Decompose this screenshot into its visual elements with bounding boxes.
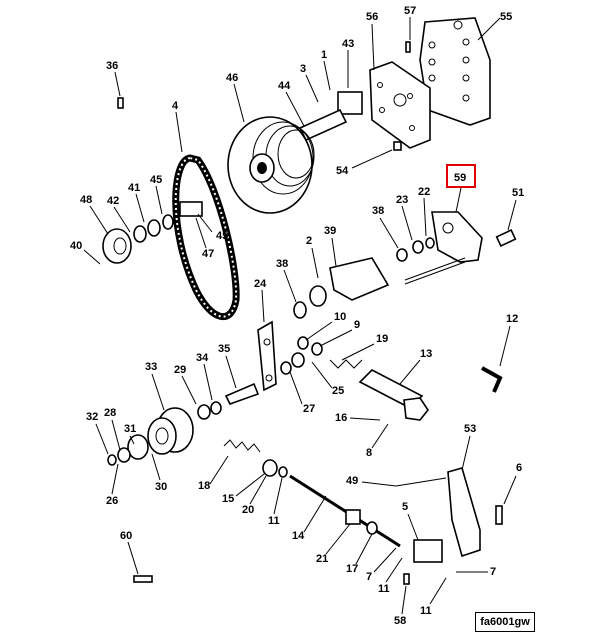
callout-27: 27 <box>303 403 315 415</box>
callout-55: 55 <box>500 11 512 23</box>
idler-pulley <box>107 382 260 466</box>
callout-39: 39 <box>324 225 336 237</box>
l-rod <box>481 366 503 393</box>
tension-arm <box>257 257 390 392</box>
callout-19: 19 <box>376 333 388 345</box>
callout-11-lower: 11 <box>420 605 432 617</box>
callout-9: 9 <box>354 319 360 331</box>
callout-41: 41 <box>128 182 140 194</box>
shaft <box>358 369 429 421</box>
tensioner-bracket <box>396 211 517 285</box>
callout-15: 15 <box>222 493 234 505</box>
callout-58: 58 <box>394 615 406 627</box>
callout-34: 34 <box>196 352 209 364</box>
callout-53: 53 <box>464 423 476 435</box>
bolts <box>117 41 411 585</box>
callout-59-highlight <box>446 164 476 188</box>
callout-12: 12 <box>506 313 518 325</box>
callout-4: 4 <box>172 100 179 112</box>
callout-51: 51 <box>512 187 524 199</box>
callout-54: 54 <box>336 165 349 177</box>
callout-8: 8 <box>366 447 372 459</box>
callout-11-mid: 11 <box>378 583 390 595</box>
callout-47: 47 <box>202 248 214 260</box>
callout-30: 30 <box>155 481 167 493</box>
callout-22: 22 <box>418 186 430 198</box>
callout-23: 23 <box>396 194 408 206</box>
callout-7-upper: 7 <box>366 571 372 583</box>
callout-labels: 57 56 55 1 43 36 3 46 44 4 54 59 51 45 4… <box>70 5 524 627</box>
callout-57: 57 <box>404 5 416 17</box>
pulley <box>227 116 315 214</box>
callout-56: 56 <box>366 11 378 23</box>
spring-rod <box>223 439 401 548</box>
lower-bracket <box>395 467 503 563</box>
callout-40: 40 <box>70 240 82 252</box>
figure-id-label: fa6001gw <box>475 612 535 632</box>
callout-31: 31 <box>124 423 136 435</box>
callout-1: 1 <box>321 49 327 61</box>
callout-42: 42 <box>107 195 119 207</box>
callout-10: 10 <box>334 311 346 323</box>
callout-14: 14 <box>292 530 305 542</box>
callout-33: 33 <box>145 361 157 373</box>
callout-24: 24 <box>254 278 267 290</box>
callout-20: 20 <box>242 504 254 516</box>
callout-60: 60 <box>120 530 132 542</box>
mounting-bracket <box>419 17 491 126</box>
callout-45: 45 <box>150 174 162 186</box>
callout-38-upper: 38 <box>372 205 384 217</box>
callout-5: 5 <box>402 501 408 513</box>
spring-hardware <box>280 336 363 375</box>
callout-11-upper: 11 <box>268 515 280 527</box>
mounting-plate <box>369 61 431 149</box>
callout-36: 36 <box>106 60 118 72</box>
callout-45-lower: 45 <box>216 230 228 242</box>
callout-59: 59 <box>454 172 466 184</box>
idler-hub <box>102 201 203 264</box>
callout-16: 16 <box>335 412 347 424</box>
callout-17: 17 <box>346 563 358 575</box>
callout-43: 43 <box>342 38 354 50</box>
callout-6: 6 <box>516 462 522 474</box>
callout-48: 48 <box>80 194 92 206</box>
drive-belt <box>172 154 240 320</box>
callout-25: 25 <box>332 385 344 397</box>
callout-38: 38 <box>276 258 288 270</box>
callout-32: 32 <box>86 411 98 423</box>
callout-26: 26 <box>106 495 118 507</box>
callout-29: 29 <box>174 364 186 376</box>
callout-18: 18 <box>198 480 210 492</box>
callout-13: 13 <box>420 348 432 360</box>
callout-21: 21 <box>316 553 328 565</box>
callout-35: 35 <box>218 343 230 355</box>
callout-28: 28 <box>104 407 116 419</box>
callout-7-lower: 7 <box>490 566 496 578</box>
callout-49: 49 <box>346 475 358 487</box>
callout-2: 2 <box>306 235 312 247</box>
callout-3: 3 <box>300 63 306 75</box>
callout-46: 46 <box>226 72 238 84</box>
shaft-housing <box>298 91 363 142</box>
callout-44: 44 <box>278 80 291 92</box>
